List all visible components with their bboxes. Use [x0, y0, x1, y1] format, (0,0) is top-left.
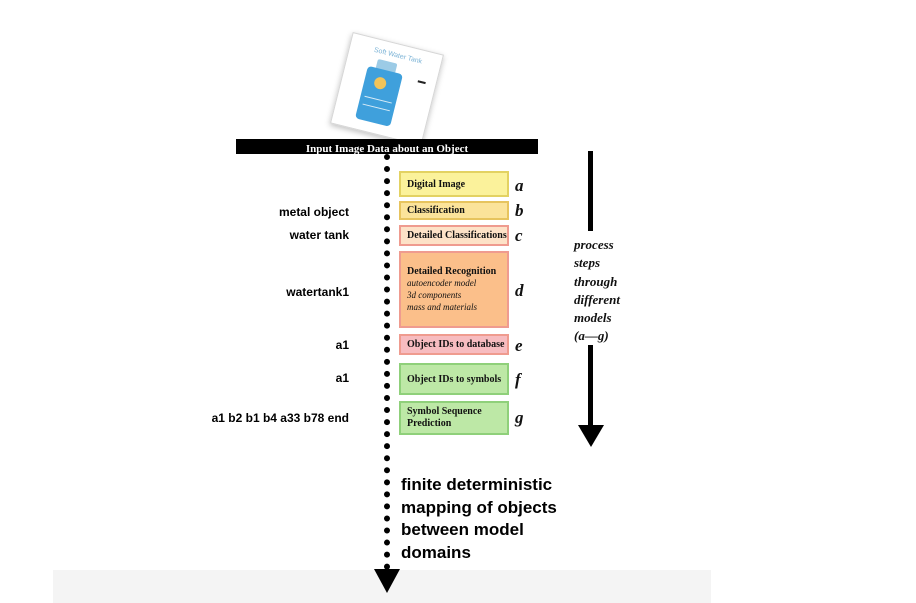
process-arrow-upper [588, 151, 593, 231]
step-letter-f: f [515, 370, 521, 389]
step-label: Detailed Recognition [407, 266, 497, 277]
step-label: Classification [407, 205, 465, 216]
input-header-bar: Input Image Data about an Object [236, 139, 538, 154]
flow-dotted-line [384, 154, 390, 570]
flow-arrow-head [374, 569, 400, 593]
process-note: process steps through different models (… [574, 236, 620, 346]
step-box-b: Classification [399, 201, 509, 220]
left-label-d: watertank1 [286, 285, 349, 299]
step-label: Object IDs to database [407, 339, 505, 350]
step-letter-b: b [515, 201, 524, 220]
process-note-line: steps [574, 255, 600, 271]
step-label: Object IDs to symbols [407, 373, 502, 385]
left-label-f: a1 [335, 371, 349, 385]
step-box-g: Symbol Sequence Prediction [399, 401, 509, 435]
step-label: Detailed Classifications [407, 230, 507, 241]
step-letter-d: d [515, 281, 524, 300]
process-note-line: process [574, 237, 614, 252]
process-note-line: models [574, 310, 612, 326]
step-letter-a: a [515, 176, 524, 195]
left-label-g: a1 b2 b1 b4 a33 b78 end [211, 411, 349, 425]
step-box-c: Detailed Classifications [399, 225, 509, 246]
left-label-b: metal object [278, 205, 349, 219]
process-note-line: (a—g) [574, 328, 609, 344]
step-letter-c: c [515, 226, 523, 245]
left-label-c: water tank [289, 228, 349, 242]
step-label: Digital Image [407, 178, 466, 190]
step-subline: autoencoder model [407, 278, 477, 288]
process-arrow-head [578, 425, 604, 447]
input-image-photo: Soft Water Tank [330, 32, 444, 146]
step-subline: 3d components [407, 290, 462, 300]
step-box-f: Object IDs to symbols [399, 363, 509, 395]
finite-note-line: finite deterministic [401, 475, 553, 494]
finite-note-line: between model [401, 520, 524, 539]
dash-mark [417, 80, 426, 85]
finite-mapping-note: finite deterministic mapping of objects … [401, 474, 557, 564]
left-label-e: a1 [335, 338, 349, 352]
step-box-a: Digital Image [399, 171, 509, 197]
step-letter-e: e [515, 336, 523, 355]
water-tank-icon [355, 65, 403, 127]
finite-note-line: mapping of objects [401, 497, 557, 517]
finite-note-line: domains [401, 542, 471, 562]
step-box-d: Detailed Recognition autoencoder model 3… [399, 251, 509, 328]
step-box-e: Object IDs to database [399, 334, 509, 355]
process-note-line: through [574, 273, 618, 289]
process-note-line: different [574, 291, 620, 307]
step-label: Symbol Sequence Prediction [407, 406, 482, 429]
process-arrow-lower [588, 345, 593, 427]
step-letter-g: g [515, 408, 524, 427]
step-subline: mass and materials [407, 302, 478, 312]
